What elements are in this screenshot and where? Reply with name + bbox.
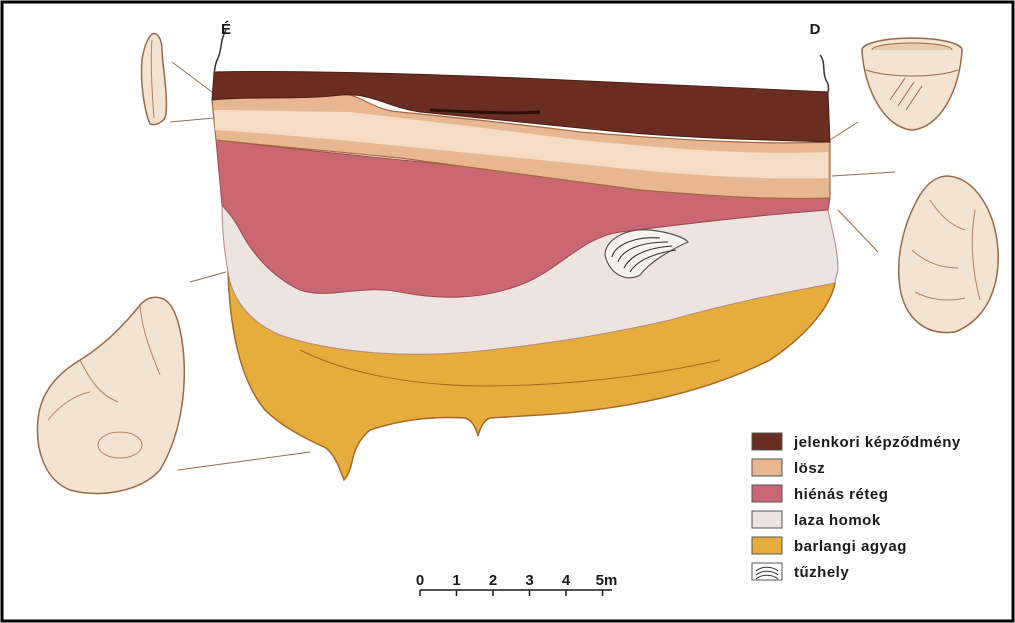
legend-item: hiénás réteg (752, 485, 888, 503)
legend-item: tűzhely (752, 563, 849, 581)
scale-tick-label: 0 (416, 572, 424, 589)
scale-tick-label: 2 (489, 572, 497, 589)
legend-label: laza homok (794, 512, 881, 529)
legend-label: lösz (794, 460, 825, 477)
legend-swatch (752, 537, 782, 554)
legend-swatch (752, 511, 782, 528)
legend-swatch (752, 459, 782, 476)
legend-label: hiénás réteg (794, 486, 888, 503)
hand-axe-right-drawing (899, 176, 998, 333)
legend-label: tűzhely (794, 564, 849, 581)
orientation-label-right: D (810, 21, 821, 38)
legend-item: jelenkori képződmény (752, 433, 961, 451)
scale-tick-label: 3 (525, 572, 533, 589)
legend-swatch (752, 433, 782, 450)
stratigraphic-profile (212, 30, 838, 480)
legend: jelenkori képződmény lösz hiénás réteg laza… (752, 433, 961, 581)
profile-right-wall (820, 55, 829, 92)
orientation-label-left: É (221, 21, 231, 38)
bowl-artifact-drawing (862, 38, 962, 130)
scale-bar: 0 1 2 3 4 5m (416, 572, 618, 596)
blade-artifact-drawing (141, 34, 166, 125)
hand-axe-left-drawing (37, 297, 184, 493)
legend-label: barlangi agyag (794, 538, 907, 555)
legend-label: jelenkori képződmény (793, 434, 961, 451)
scale-tick-label: 5m (596, 572, 618, 589)
scale-tick-label: 1 (452, 572, 460, 589)
legend-item: barlangi agyag (752, 537, 907, 555)
legend-item: lösz (752, 459, 825, 477)
legend-swatch (752, 485, 782, 502)
legend-item: laza homok (752, 511, 881, 529)
scale-tick-label: 4 (562, 572, 571, 589)
